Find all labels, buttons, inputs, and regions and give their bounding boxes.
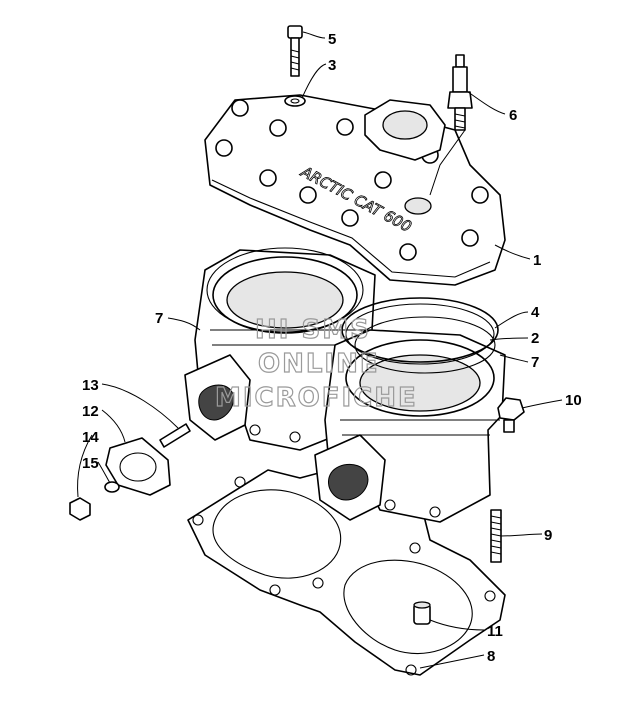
dowel-pin (413, 601, 431, 625)
callout-4: 4 (531, 304, 540, 321)
callout-5: 5 (328, 31, 336, 48)
callout-10: 10 (565, 392, 582, 409)
head-bolt (287, 25, 303, 77)
washer (284, 95, 306, 107)
cylinder-head: ARCTIC CAT 600 (204, 94, 506, 286)
callout-6: 6 (509, 107, 517, 124)
watermark-line-3: MICROFICHE (215, 383, 418, 413)
temperature-sensor (497, 397, 525, 433)
callout-8: 8 (487, 648, 495, 665)
exhaust-stud (159, 423, 191, 448)
callout-2: 2 (531, 330, 539, 347)
callout-7-right: 7 (531, 354, 539, 371)
head-o-ring (341, 297, 499, 365)
lock-washer (104, 481, 120, 493)
watermark-line-2: ONLINE (258, 349, 380, 379)
callout-1: 1 (533, 252, 541, 269)
nut (69, 497, 91, 521)
cylinder-stud (490, 509, 502, 563)
watermark: HI SMS ONLINE MICROFICHE (214, 314, 418, 413)
callout-15: 15 (82, 455, 99, 472)
watermark-line-1: HI SMS (255, 315, 371, 345)
head-gasket (354, 316, 496, 374)
exhaust-gasket (105, 437, 171, 496)
callout-14: 14 (82, 429, 99, 446)
callout-12: 12 (82, 403, 99, 420)
callout-9: 9 (544, 527, 552, 544)
callout-13: 13 (82, 377, 99, 394)
leader-lines (77, 31, 563, 669)
spark-plug (447, 54, 473, 131)
callout-11: 11 (487, 623, 503, 640)
callout-labels: 5 3 6 1 4 2 7 7 13 12 14 15 10 9 11 8 (82, 31, 582, 665)
callout-3: 3 (328, 57, 336, 74)
callout-7-left: 7 (155, 310, 163, 327)
